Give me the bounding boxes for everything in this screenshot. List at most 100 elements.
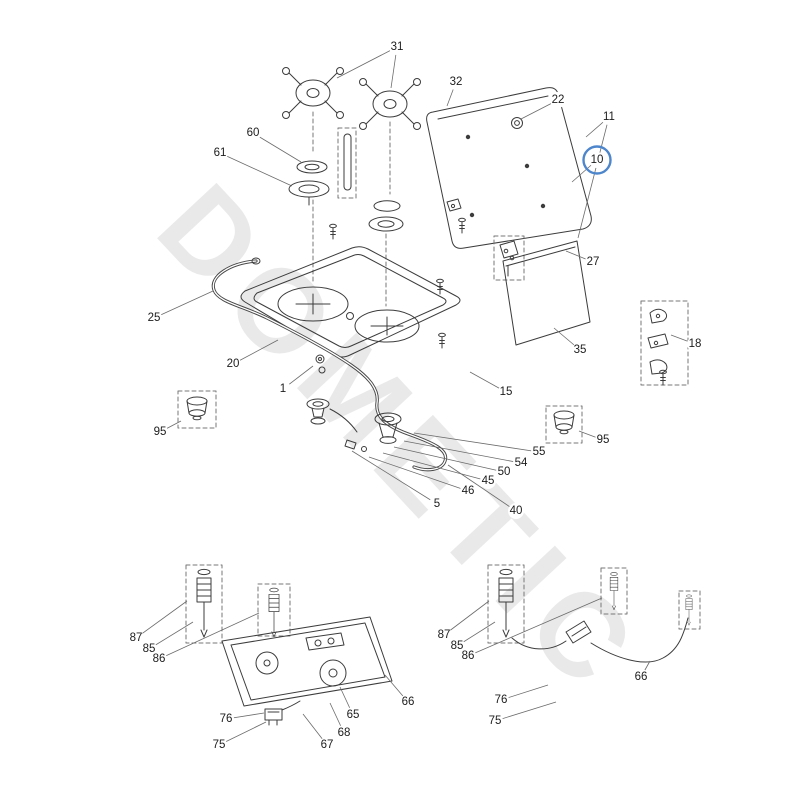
callout-65[interactable]: 65: [347, 709, 360, 721]
callout-85[interactable]: 85: [143, 643, 156, 655]
callout-55[interactable]: 55: [533, 446, 546, 458]
callout-20[interactable]: 20: [227, 358, 240, 370]
callout-46[interactable]: 46: [462, 485, 475, 497]
glass-lid: [426, 87, 592, 249]
callout-halo: [601, 109, 617, 125]
callout-halo: [687, 336, 703, 352]
callout-54[interactable]: 54: [515, 457, 528, 469]
callout-halo: [336, 725, 352, 741]
callout-40[interactable]: 40: [510, 505, 523, 517]
leader-line-46: [368, 456, 469, 492]
gas-pipe: [211, 257, 448, 472]
callout-halo: [460, 483, 476, 499]
callout-75[interactable]: 75: [489, 715, 502, 727]
callout-95[interactable]: 95: [597, 434, 610, 446]
callout-86[interactable]: 86: [462, 650, 475, 662]
callout-halo: [319, 737, 335, 753]
callout-halo: [448, 74, 464, 90]
thermocouple: [337, 127, 357, 199]
leader-line-76: [500, 684, 549, 701]
callout-halo: [218, 711, 234, 727]
callout-67[interactable]: 67: [321, 739, 334, 751]
callout-60[interactable]: 60: [247, 127, 260, 139]
leader-line-50: [393, 446, 505, 473]
valve-box-right: [487, 564, 525, 644]
side-panel: [502, 240, 591, 346]
burner-rings: [288, 160, 404, 232]
leader-line-87: [443, 600, 490, 636]
callout-halo: [595, 432, 611, 448]
callout-halo: [151, 651, 167, 667]
leader-line-86: [467, 597, 603, 657]
callout-18[interactable]: 18: [689, 338, 702, 350]
callout-1[interactable]: 1: [280, 383, 286, 395]
mounting-clips: [640, 300, 689, 386]
callout-10[interactable]: 10: [591, 154, 604, 166]
callout-halo: [275, 381, 291, 397]
callout-halo: [245, 125, 261, 141]
drip-tray: [221, 616, 393, 707]
callout-87[interactable]: 87: [438, 629, 451, 641]
leader-line-86: [158, 612, 260, 660]
callout-95[interactable]: 95: [154, 426, 167, 438]
leader-line-31: [336, 46, 398, 79]
callout-86[interactable]: 86: [153, 653, 166, 665]
callout-22[interactable]: 22: [552, 94, 565, 106]
washers: [315, 354, 326, 374]
leader-line-75: [494, 701, 557, 722]
callout-halo: [496, 464, 512, 480]
jet-box-right-a: [600, 567, 628, 615]
callout-68[interactable]: 68: [338, 727, 351, 739]
callout-halo: [585, 254, 601, 270]
callout-11[interactable]: 11: [603, 111, 615, 123]
leader-line-54: [403, 440, 522, 464]
alignment-lines: [312, 111, 391, 307]
callout-halo: [460, 648, 476, 664]
callout-87[interactable]: 87: [130, 632, 143, 644]
callout-75[interactable]: 75: [213, 739, 226, 751]
terminal-connector: [264, 700, 301, 726]
leader-line-45: [382, 452, 489, 482]
callout-halo: [498, 384, 514, 400]
callout-61[interactable]: 61: [214, 147, 227, 159]
callout-halo: [436, 627, 452, 643]
callout-25[interactable]: 25: [148, 312, 161, 324]
callout-76[interactable]: 76: [495, 694, 508, 706]
callout-halo: [633, 669, 649, 685]
leader-line-5: [351, 450, 438, 505]
leader-line-55: [413, 432, 540, 453]
bypass-cap-left: [177, 390, 217, 429]
burner-grate-left: [282, 67, 344, 119]
highlight-ring-10: [582, 145, 612, 175]
leader-line-25: [153, 290, 214, 319]
callout-85[interactable]: 85: [451, 640, 464, 652]
callout-50[interactable]: 50: [498, 466, 511, 478]
callout-halo: [589, 152, 605, 168]
callout-halo: [480, 473, 496, 489]
callout-32[interactable]: 32: [450, 76, 463, 88]
ignition-cable: [511, 617, 689, 663]
callout-halo: [225, 356, 241, 372]
burner-assembly: [306, 398, 402, 452]
watermark: DOMETIC: [133, 160, 667, 720]
callout-halo: [146, 310, 162, 326]
callout-halo: [212, 145, 228, 161]
callout-31[interactable]: 31: [391, 41, 404, 53]
callout-halo: [493, 692, 509, 708]
callout-halo: [141, 641, 157, 657]
callout-halo: [531, 444, 547, 460]
leader-line-11: [577, 116, 610, 239]
callout-15[interactable]: 15: [500, 386, 513, 398]
callout-45[interactable]: 45: [482, 475, 495, 487]
callout-76[interactable]: 76: [220, 713, 233, 725]
callout-halo: [572, 342, 588, 358]
callout-5[interactable]: 5: [434, 498, 440, 510]
callout-66[interactable]: 66: [635, 671, 648, 683]
callout-halo: [345, 707, 361, 723]
callout-27[interactable]: 27: [587, 256, 600, 268]
callout-halo: [449, 638, 465, 654]
callout-35[interactable]: 35: [574, 344, 587, 356]
leader-line-61: [219, 152, 293, 187]
callout-66[interactable]: 66: [402, 696, 415, 708]
callout-halo: [400, 694, 416, 710]
